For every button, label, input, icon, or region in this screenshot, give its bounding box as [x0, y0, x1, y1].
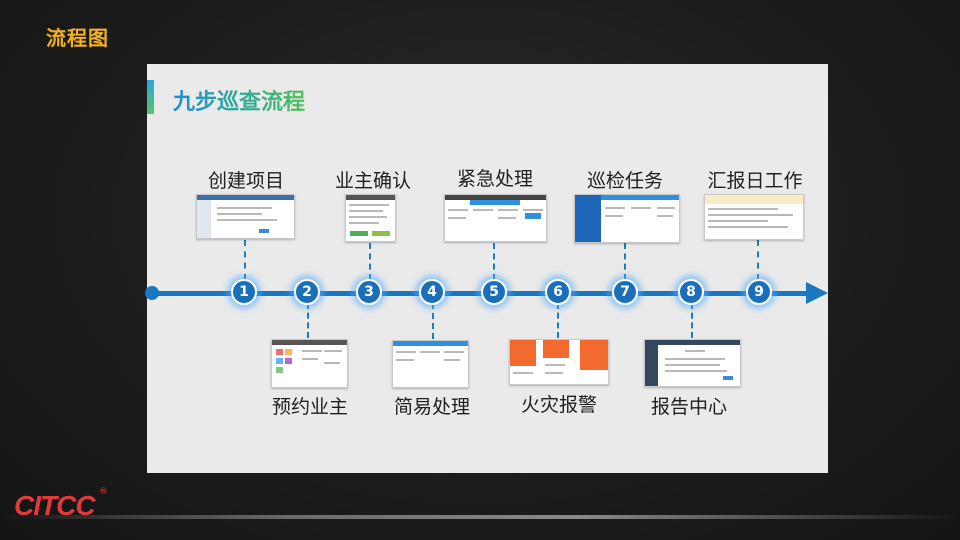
step-node-6: 6 [545, 279, 571, 305]
connector-1 [244, 240, 246, 280]
connector-9 [757, 240, 759, 280]
panel-title: 九步巡查流程 [173, 84, 305, 116]
step-node-5: 5 [481, 279, 507, 305]
connector-2 [307, 303, 309, 338]
step-label-1: 创建项目 [207, 170, 285, 192]
step-node-1: 1 [231, 279, 257, 305]
title-accent-bar [147, 80, 154, 114]
timeline-arrowhead [806, 282, 828, 304]
step-label-3: 业主确认 [334, 170, 412, 192]
connector-6 [557, 303, 559, 338]
screenshot-simple-handling [392, 340, 469, 388]
connector-8 [691, 303, 693, 338]
step-label-5: 紧急处理 [456, 168, 534, 190]
screenshot-inspection-task [574, 194, 680, 243]
step-node-3: 3 [356, 279, 382, 305]
registered-mark-icon: ® [99, 487, 108, 497]
connector-5 [493, 243, 495, 280]
screenshot-fire-alarm [509, 339, 609, 385]
connector-7 [624, 243, 626, 280]
step-node-2: 2 [294, 279, 320, 305]
step-label-6: 火灾报警 [520, 394, 598, 416]
diagram-panel: 九步巡查流程 [147, 64, 828, 473]
step-node-7: 7 [612, 279, 638, 305]
step-label-2: 预约业主 [271, 396, 349, 418]
screenshot-report-center [644, 339, 741, 387]
step-label-7: 巡检任务 [586, 170, 664, 192]
step-label-8: 报告中心 [650, 396, 728, 418]
step-node-4: 4 [419, 279, 445, 305]
step-node-9: 9 [746, 279, 772, 305]
screenshot-urgent-handling [444, 194, 547, 242]
step-label-9: 汇报日工作 [707, 170, 803, 192]
screenshot-book-owner [271, 339, 348, 388]
connector-3 [369, 243, 371, 280]
step-node-8: 8 [678, 279, 704, 305]
screenshot-create-project [196, 194, 295, 239]
screenshot-daily-report [704, 194, 804, 240]
connector-4 [432, 303, 434, 339]
step-label-4: 简易处理 [393, 396, 471, 418]
footer-divider [0, 515, 960, 519]
slide-title: 流程图 [46, 26, 109, 50]
screenshot-owner-confirm [345, 194, 396, 242]
